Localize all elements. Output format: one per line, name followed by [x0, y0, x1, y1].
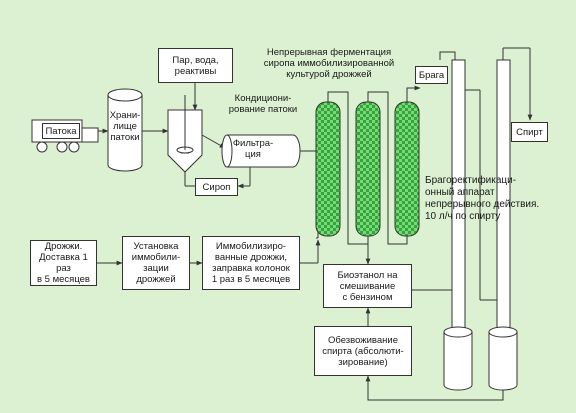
fermentation-column-3	[394, 101, 420, 237]
braga-box: Брага	[415, 66, 448, 84]
syrup-box: Сироп	[195, 178, 238, 196]
fermentation-column-2	[355, 101, 381, 237]
conditioning-vessel-icon	[167, 95, 203, 173]
immobilized-yeast-box: Иммобилизиро- ванные дрожжи, заправка ко…	[202, 236, 300, 290]
conditioning-label: Кондициони- рование патоки	[228, 93, 298, 115]
rectification-column-left	[443, 59, 473, 391]
spirit-box: Спирт	[511, 122, 548, 142]
fermentation-label: Непрерывная ферментация сиропа иммобилиз…	[263, 47, 395, 80]
storage-tank-icon	[107, 88, 143, 172]
filtration-label: Фильтра- ция	[232, 138, 274, 160]
rectification-column-right	[488, 59, 518, 391]
immobilization-setup-box: Установка иммобили- зации дрожжей	[122, 236, 190, 290]
dehydration-box: Обезвоживание спирта (абсолюти- зировани…	[314, 326, 412, 376]
bioethanol-box: Биоэтанол на смешивание с бензином	[323, 264, 412, 308]
storage-label: Храни- лище патоки	[109, 110, 141, 143]
fermentation-column-1	[315, 101, 341, 237]
rectification-label: Брагоректификаци- онный аппарат непрерыв…	[425, 175, 540, 222]
patoka-label: Патока	[42, 123, 80, 139]
yeast-delivery-box: Дрожжи. Доставка 1 раз в 5 месяцев	[30, 240, 97, 286]
steam-water-reagents-box: Пар, вода, реактивы	[158, 48, 233, 83]
